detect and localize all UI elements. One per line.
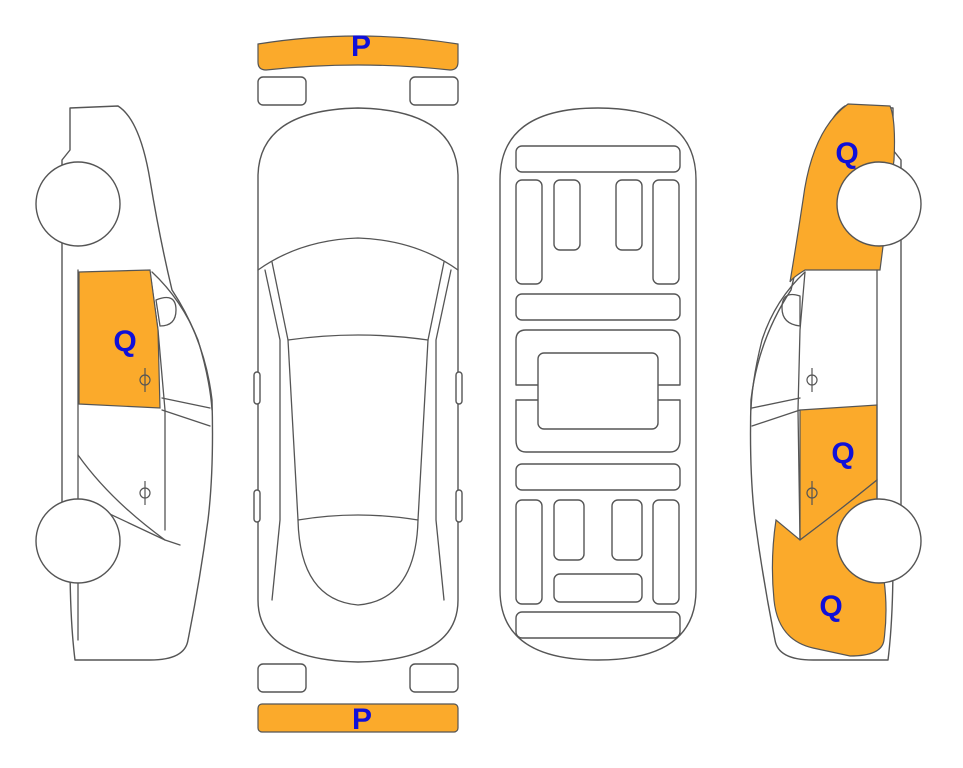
underside-panel-11: [553, 499, 585, 561]
left-side-view: Q: [35, 105, 214, 661]
top-view-body-outline: [257, 107, 459, 663]
left-side-rear-wheel: [35, 161, 121, 247]
top-view-right-pillar: [435, 269, 452, 601]
top-view-left-mirror: [253, 371, 261, 405]
front-bumper-damage: [257, 35, 459, 71]
top-view-left-pillar: [264, 269, 281, 601]
top-view-roof: [287, 339, 429, 521]
left-side-rear-door-line: [77, 454, 166, 541]
underside-view: [499, 107, 697, 661]
top-view-left-rear-mirror: [253, 489, 261, 523]
underside-panel-12: [611, 499, 643, 561]
rear-bumper-damage: [257, 703, 459, 733]
front-right-light: [409, 76, 459, 106]
right-side-view: Q Q Q: [749, 103, 922, 661]
left-front-door-damage: [78, 269, 161, 409]
right-side-rear-wheel: [836, 161, 922, 247]
underside-panel-13: [652, 499, 680, 605]
rear-left-light: [257, 663, 307, 693]
front-left-light: [257, 76, 307, 106]
underside-panel-2: [515, 179, 543, 285]
front-bumper-label: P: [351, 30, 371, 63]
right-side-front-wheel: [836, 498, 922, 584]
left-side-mirror: [155, 296, 177, 327]
right-front-door-label: Q: [831, 437, 854, 470]
rear-bumper-label: P: [352, 703, 372, 736]
top-view-right-mirror: [455, 371, 463, 405]
right-rear-fender-label: Q: [835, 137, 858, 170]
underside-panel-3: [553, 179, 581, 251]
top-view-right-rear-mirror: [455, 489, 463, 523]
underside-panel-14: [553, 573, 643, 603]
left-side-hood-line: [161, 397, 211, 427]
left-side-rear-door-handle: [139, 481, 151, 505]
top-view-windshield: [257, 237, 459, 271]
top-view-rear-window: [297, 519, 419, 606]
left-side-front-door-handle: [139, 368, 151, 392]
top-view-windshield-inner: [271, 261, 445, 341]
right-front-fender-label: Q: [819, 590, 842, 623]
underside-panel-4: [615, 179, 643, 251]
underside-panel-9: [515, 463, 681, 491]
underside-panel-6: [515, 293, 681, 321]
underside-panel-15: [515, 611, 681, 639]
right-side-hood-line: [751, 397, 801, 427]
right-side-front-door-handle: [806, 481, 818, 505]
underside-panel-10: [515, 499, 543, 605]
right-side-rear-door-handle: [806, 368, 818, 392]
left-front-door-label: Q: [113, 325, 136, 358]
left-side-front-wheel: [35, 498, 121, 584]
top-view: P P: [253, 30, 463, 736]
right-side-windshield: [750, 271, 806, 411]
underside-panel-5: [652, 179, 680, 285]
underside-panel-1: [515, 145, 681, 173]
rear-right-light: [409, 663, 459, 693]
underside-panel-8: [537, 352, 659, 430]
left-side-windshield: [151, 271, 213, 411]
right-side-mirror: [781, 293, 801, 327]
right-side-door-front-edge: [797, 271, 806, 541]
